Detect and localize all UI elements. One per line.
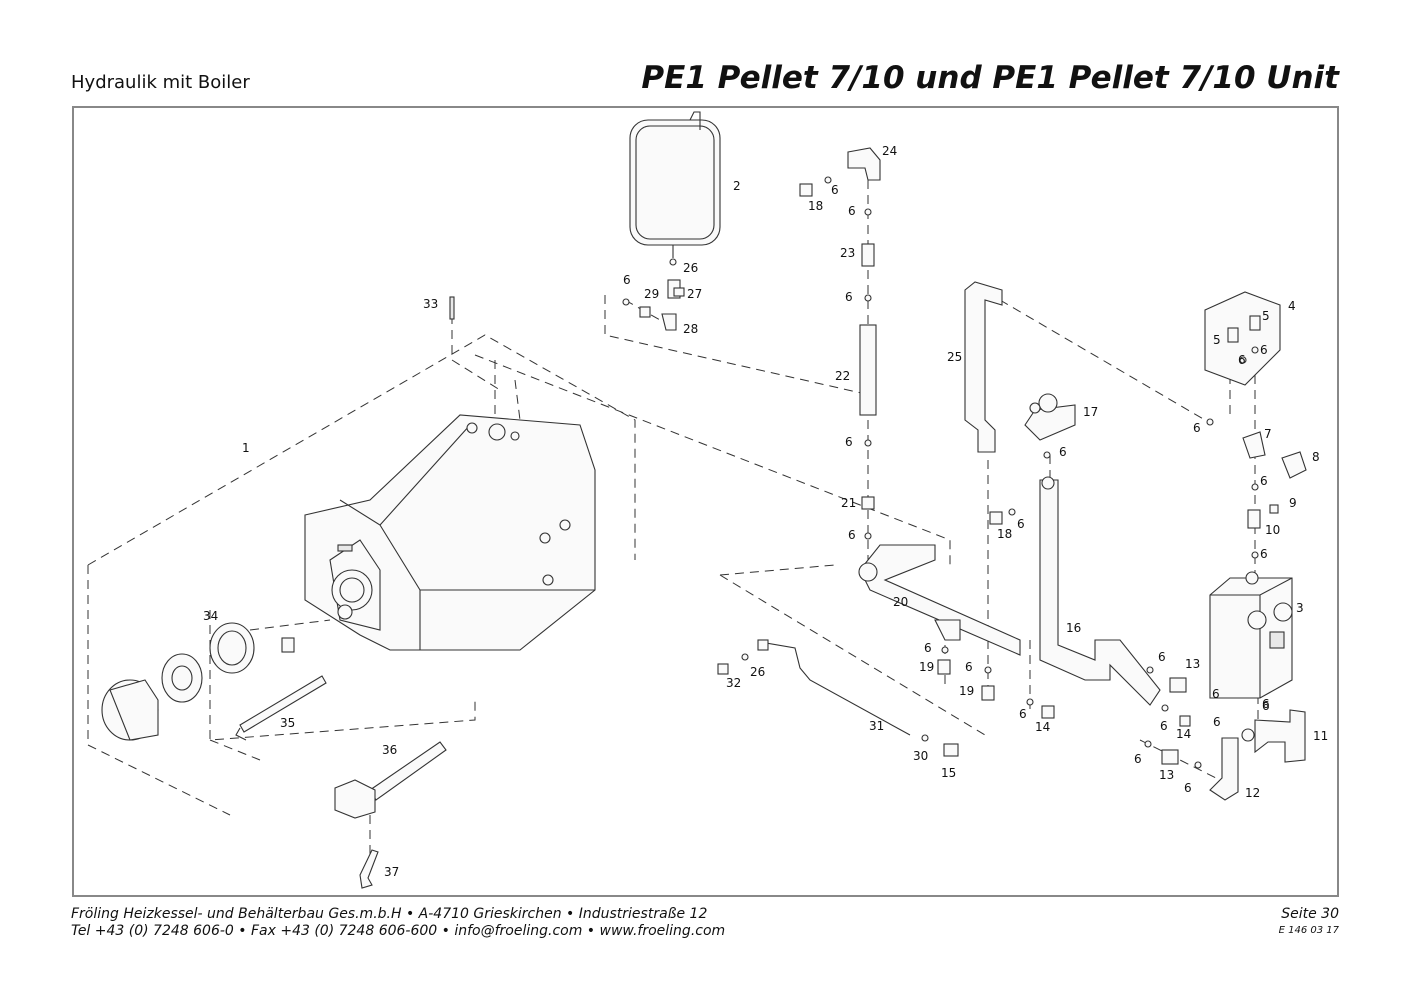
sensor-lead [717,639,959,757]
manifold-pipe [858,544,1021,701]
footer-company-address: Fröling Heizkessel- und Behälterbau Ges.… [71,906,708,922]
return-elbow-pipe [1209,737,1239,801]
pump-housing [1209,571,1293,699]
page-number: Seite 30 [1281,906,1339,922]
callout-6j: 6 [1017,517,1025,531]
callout-26b: 26 [750,665,765,679]
document-code: E 146 03 17 [1278,925,1339,936]
callout-21: 21 [841,496,856,510]
callout-10: 10 [1265,523,1280,537]
footer-contact: Tel +43 (0) 7248 606-0 • Fax +43 (0) 724… [71,923,726,939]
callout-27: 27 [687,287,702,301]
callout-6w: 6 [1260,547,1268,561]
callout-9: 9 [1289,496,1297,510]
callout-6n: 6 [1134,752,1142,766]
callout-labels: 1 2 3 4 5 5 6 6 6 6 6 6 6 6 6 6 6 6 6 6 … [203,144,1328,879]
callout-34: 34 [203,609,218,623]
callout-15: 15 [941,766,956,780]
callout-6t: 6 [1238,353,1246,367]
callout-6o: 6 [1184,781,1192,795]
u-bend-pipe [1241,709,1306,763]
expansion-vessel [629,111,721,258]
callout-6b: 6 [831,183,839,197]
callout-5a: 5 [1213,333,1221,347]
sensor-rod [235,675,327,741]
callout-5b: 5 [1262,309,1270,323]
callout-6c: 6 [848,204,856,218]
callout-19a: 19 [919,660,934,674]
callout-6g: 6 [924,641,932,655]
diagram-frame [72,106,1339,897]
callout-6a: 6 [623,273,631,287]
callout-6l: 6 [1158,650,1166,664]
callout-18a: 18 [808,199,823,213]
callout-28: 28 [683,322,698,336]
callout-6d: 6 [845,290,853,304]
callout-17: 17 [1083,405,1098,419]
callout-35: 35 [280,716,295,730]
wrench [359,849,379,889]
mixing-valve [1024,393,1076,459]
callout-37: 37 [384,865,399,879]
callout-20: 20 [893,595,908,609]
callout-29: 29 [644,287,659,301]
pin [449,296,455,320]
callout-23: 23 [840,246,855,260]
callout-30: 30 [913,749,928,763]
callout-8: 8 [1312,450,1320,464]
heating-element [334,741,447,819]
callout-6s: 6 [1193,421,1201,435]
callout-24: 24 [882,144,897,158]
callout-13a: 13 [1185,657,1200,671]
callout-13b: 13 [1159,768,1174,782]
callout-6h: 6 [965,660,973,674]
callout-26a: 26 [683,261,698,275]
connection-block [1204,291,1281,386]
callout-4: 4 [1288,299,1296,313]
callout-18b: 18 [997,527,1012,541]
callout-3: 3 [1296,601,1304,615]
callout-19b: 19 [959,684,974,698]
callout-31: 31 [869,719,884,733]
callout-6u: 6 [1260,343,1268,357]
valve-fittings [622,258,685,331]
sensor-valve-column [1206,418,1307,559]
flow-pipe [989,476,1161,706]
return-pipe [964,281,1003,453]
callout-22: 22 [835,369,850,383]
assembly-guide-lines [87,165,1259,860]
callout-6p: 6 [1212,687,1220,701]
callout-6k: 6 [1019,707,1027,721]
ball-valves [1026,666,1202,769]
callout-14b: 14 [1176,727,1191,741]
callout-6i: 6 [1059,445,1067,459]
callout-6r: 6 [1262,699,1270,713]
supply-pipe-column [799,147,881,540]
callout-6f: 6 [848,528,856,542]
callout-1: 1 [242,441,250,455]
callout-6q: 6 [1213,715,1221,729]
callout-6v: 6 [1260,474,1268,488]
callout-14a: 14 [1035,720,1050,734]
callout-16: 16 [1066,621,1081,635]
callout-36: 36 [382,743,397,757]
boiler-tank [304,414,596,651]
model-title: PE1 Pellet 7/10 und PE1 Pellet 7/10 Unit [641,60,1339,96]
callout-6e: 6 [845,435,853,449]
callout-6x: 6 [1262,697,1270,711]
callout-7: 7 [1264,427,1272,441]
callout-32: 32 [726,676,741,690]
callout-12: 12 [1245,786,1260,800]
callout-33: 33 [423,297,438,311]
callout-11: 11 [1313,729,1328,743]
section-title: Hydraulik mit Boiler [71,72,250,93]
flange-assembly [101,622,295,741]
callout-25: 25 [947,350,962,364]
callout-6m: 6 [1160,719,1168,733]
callout-2: 2 [733,179,741,193]
